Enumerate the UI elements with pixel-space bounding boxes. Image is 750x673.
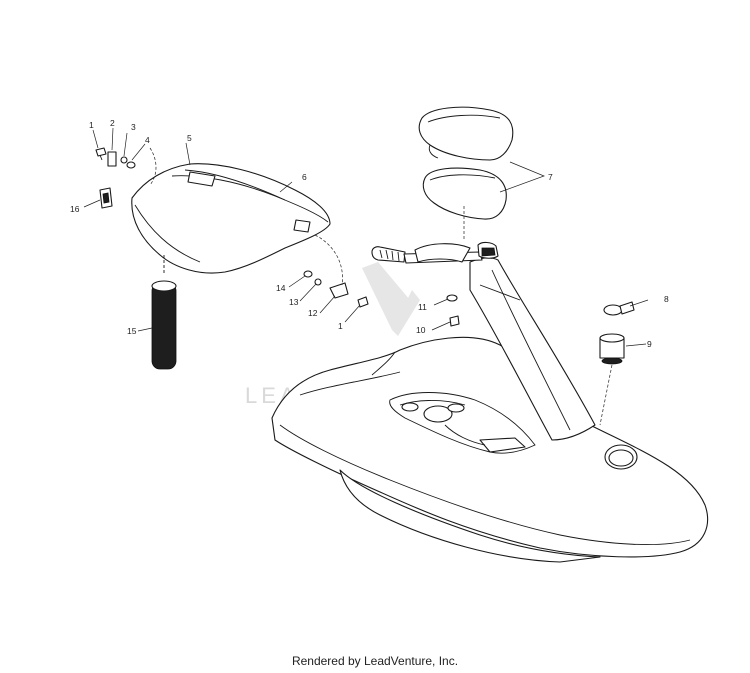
- hardware: [95, 147, 635, 365]
- callout-9: 9: [647, 339, 652, 349]
- pad-lower: [422, 167, 507, 220]
- callout-1: 1: [89, 120, 94, 130]
- callout-5: 5: [187, 133, 192, 143]
- pad-upper: [418, 106, 514, 161]
- callout-14: 14: [276, 283, 286, 293]
- callout-2: 2: [110, 118, 115, 128]
- callout-4: 4: [145, 135, 150, 145]
- foam-tube: [151, 255, 177, 370]
- callout-13: 13: [289, 297, 299, 307]
- callout-8: 8: [664, 294, 669, 304]
- callout-12: 12: [308, 308, 318, 318]
- callout-labels: 1 2 3 4 5 6 7 8 9 10 11 12 13 14 15 16 1: [70, 118, 669, 349]
- callout-10: 10: [416, 325, 426, 335]
- callout-6: 6: [302, 172, 307, 182]
- callout-15: 15: [127, 326, 137, 336]
- callout-7: 7: [548, 172, 553, 182]
- callout-11: 11: [418, 302, 427, 312]
- leader-lines: [83, 127, 649, 426]
- footer-credit: Rendered by LeadVenture, Inc.: [291, 654, 459, 668]
- callout-16: 16: [70, 204, 80, 214]
- callout-3: 3: [131, 122, 136, 132]
- callout-1-lower: 1: [338, 321, 343, 331]
- hull: [271, 241, 709, 563]
- engine-cover: [131, 163, 331, 274]
